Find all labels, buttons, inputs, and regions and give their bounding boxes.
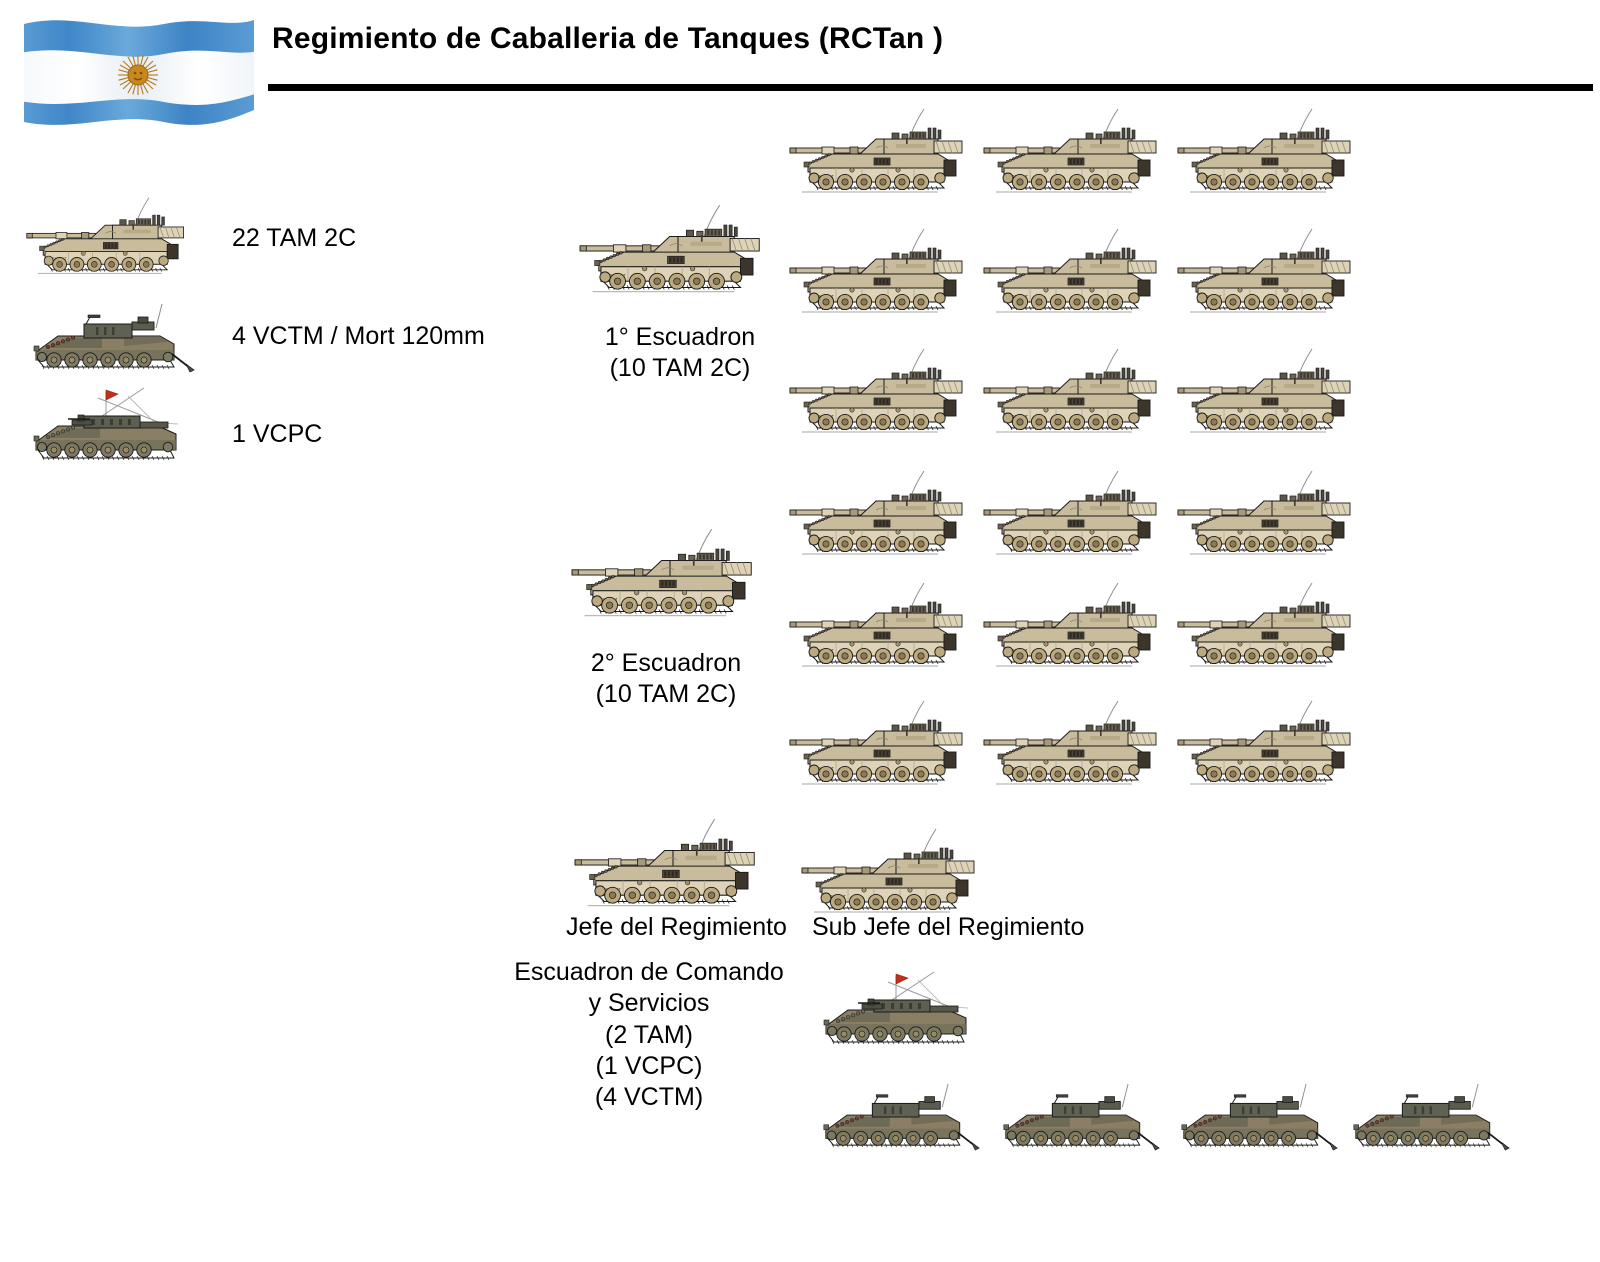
command-vcpc [818, 962, 988, 1050]
command-vctm [1176, 1080, 1341, 1154]
escuadron2-tank: 31 MAT [982, 582, 1174, 670]
command-squadron-line2: y Servicios [588, 989, 710, 1018]
legend-label-tam2c: 22 TAM 2C [232, 224, 357, 252]
escuadron2-tank: 31 MAT [788, 700, 980, 788]
command-squadron-line3: (2 TAM) [605, 1020, 693, 1049]
escuadron2-leader-tank: 31 MAT [570, 528, 770, 620]
escuadron1-tank: 31 MAT [982, 348, 1174, 436]
jefe-label: Jefe del Regimiento [566, 913, 787, 941]
escuadron2-tank: 31 MAT [1176, 582, 1368, 670]
argentina-flag [14, 10, 262, 135]
escuadron1-label: 1° Escuadron (10 TAM 2C) [582, 322, 778, 385]
escuadron2-strength: (10 TAM 2C) [595, 680, 737, 709]
sun-of-may-icon [118, 55, 158, 95]
command-squadron-line1: Escuadron de Comando [514, 958, 784, 986]
title-divider [268, 84, 1593, 91]
jefe-tank: 31 MAT [573, 818, 773, 910]
command-vctm [998, 1080, 1163, 1154]
legend-vehicle-vcpc [28, 378, 198, 466]
legend-vehicle-tam2c: 31 MAT [25, 196, 200, 278]
escuadron1-tank: 31 MAT [982, 228, 1174, 316]
command-squadron-line5: (4 VCTM) [594, 1083, 704, 1111]
escuadron1-tank: 31 MAT [1176, 108, 1368, 196]
escuadron1-tank: 31 MAT [788, 348, 980, 436]
escuadron2-tank: 31 MAT [1176, 470, 1368, 558]
escuadron1-tank: 31 MAT [982, 108, 1174, 196]
escuadron2-label: 2° Escuadron (10 TAM 2C) [566, 648, 766, 711]
command-squadron-line4: (1 VCPC) [595, 1051, 703, 1080]
escuadron2-tank: 31 MAT [982, 700, 1174, 788]
escuadron2-tank: 31 MAT [788, 470, 980, 558]
escuadron1-tank: 31 MAT [1176, 228, 1368, 316]
command-squadron-label: Escuadron de Comando y Servicios (2 TAM)… [508, 957, 790, 1113]
escuadron2-name: 2° Escuadron [590, 649, 742, 677]
legend-label-vctm: 4 VCTM / Mort 120mm [232, 322, 485, 350]
subjefe-label: Sub Jefe del Regimiento [812, 913, 1085, 941]
command-vctm [1348, 1080, 1513, 1154]
subjefe-tank: 31 MAT [800, 828, 992, 916]
escuadron1-name: 1° Escuadron [604, 323, 756, 351]
escuadron1-tank: 31 MAT [788, 228, 980, 316]
page-title: Regimiento de Caballeria de Tanques (RCT… [272, 22, 944, 55]
escuadron1-tank: 31 MAT [1176, 348, 1368, 436]
escuadron2-tank: 31 MAT [1176, 700, 1368, 788]
legend-vehicle-vctm [28, 302, 198, 374]
escuadron1-leader-tank: 31 MAT [578, 204, 778, 296]
legend-label-vcpc: 1 VCPC [232, 420, 323, 448]
escuadron2-tank: 31 MAT [788, 582, 980, 670]
escuadron1-tank: 31 MAT [788, 108, 980, 196]
escuadron2-tank: 31 MAT [982, 470, 1174, 558]
escuadron1-strength: (10 TAM 2C) [609, 354, 751, 383]
command-vctm [818, 1080, 983, 1154]
